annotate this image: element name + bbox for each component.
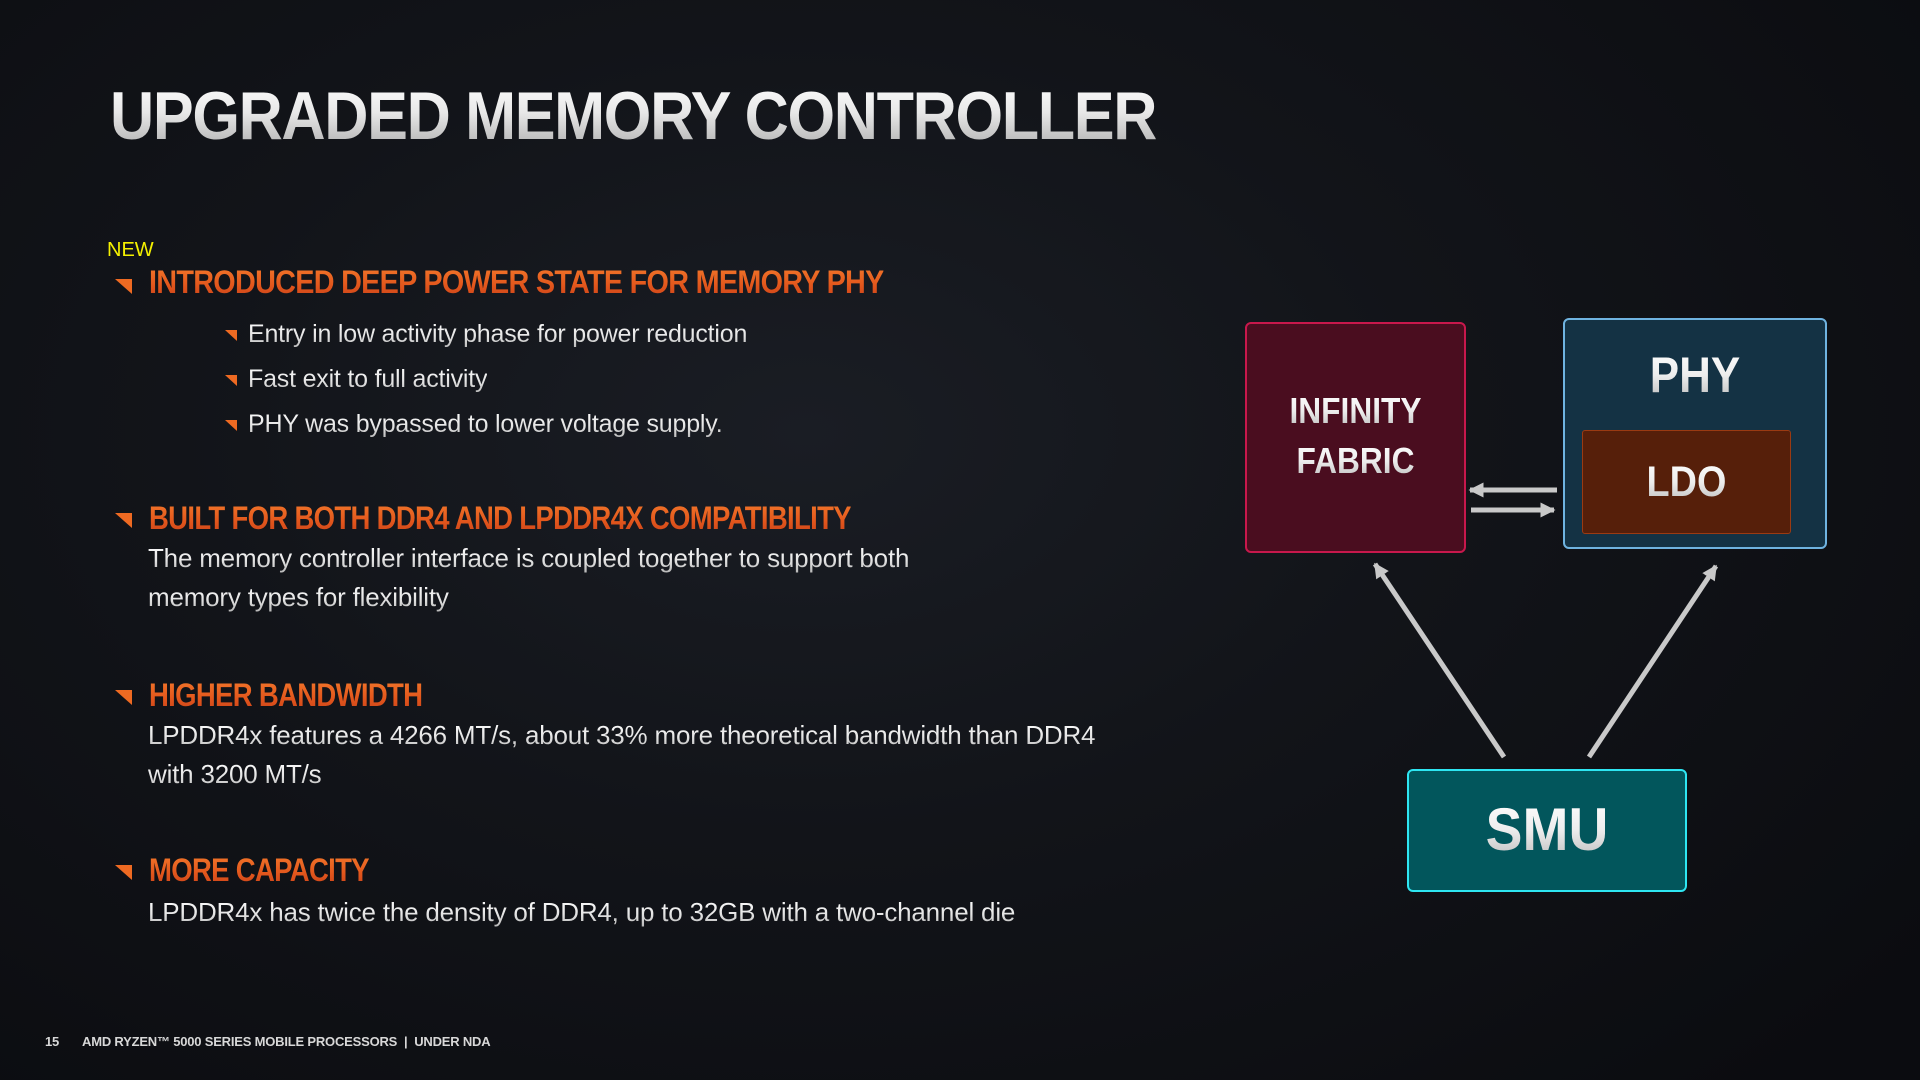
bullet-triangle-icon bbox=[115, 279, 132, 294]
section-body-line: LPDDR4x has twice the density of DDR4, u… bbox=[148, 897, 1016, 927]
page-number: 15 bbox=[45, 1034, 60, 1049]
ldo-block: LDO bbox=[1582, 430, 1791, 534]
new-tag: NEW bbox=[107, 239, 154, 261]
smu-block: SMU bbox=[1407, 769, 1687, 892]
arrow-smu-to-fabric-icon bbox=[1372, 562, 1507, 759]
section-heading: INTRODUCED DEEP POWER STATE FOR MEMORY P… bbox=[149, 264, 884, 300]
slide-title: UPGRADED MEMORY CONTROLLER bbox=[110, 78, 1157, 154]
sub-bullet-text: Fast exit to full activity bbox=[248, 365, 488, 393]
section-body-line: LPDDR4x features a 4266 MT/s, about 33% … bbox=[148, 720, 1096, 750]
ldo-label: LDO bbox=[1595, 458, 1777, 506]
section-body-line: The memory controller interface is coupl… bbox=[148, 543, 910, 573]
section-heading: BUILT FOR BOTH DDR4 AND LPDDR4X COMPATIB… bbox=[149, 500, 852, 536]
section-body-line: memory types for flexibility bbox=[148, 582, 449, 612]
smu-label: SMU bbox=[1420, 797, 1674, 863]
bullet-triangle-icon bbox=[115, 513, 132, 528]
sub-bullet-triangle-icon bbox=[225, 375, 237, 386]
section-body-line: with 3200 MT/s bbox=[148, 759, 322, 789]
infinity-fabric-label-line2: FABRIC bbox=[1260, 441, 1451, 481]
section-heading: HIGHER BANDWIDTH bbox=[149, 677, 423, 713]
sub-bullet-text: PHY was bypassed to lower voltage supply… bbox=[248, 410, 723, 438]
bullet-triangle-icon bbox=[115, 865, 132, 880]
phy-block: PHY LDO bbox=[1563, 318, 1827, 549]
arrow-smu-to-phy-icon bbox=[1586, 564, 1719, 759]
phy-label: PHY bbox=[1581, 347, 1810, 403]
sub-bullet-text: Entry in low activity phase for power re… bbox=[248, 320, 748, 348]
infinity-fabric-block: INFINITY FABRIC bbox=[1245, 322, 1466, 553]
infinity-fabric-label-line1: INFINITY bbox=[1260, 391, 1451, 431]
bullet-triangle-icon bbox=[115, 690, 132, 705]
footer-text: AMD RYZEN™ 5000 SERIES MOBILE PROCESSORS… bbox=[82, 1034, 491, 1049]
sub-bullet-triangle-icon bbox=[225, 330, 237, 341]
section-heading: MORE CAPACITY bbox=[149, 852, 370, 888]
sub-bullet-triangle-icon bbox=[225, 420, 237, 431]
